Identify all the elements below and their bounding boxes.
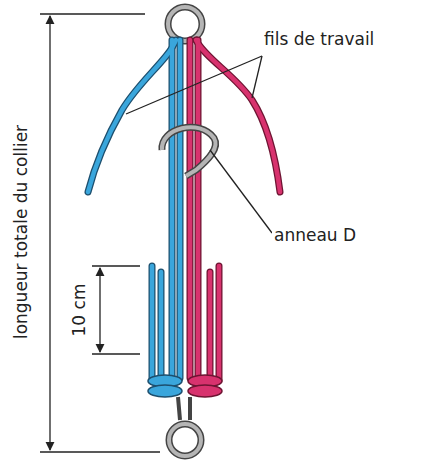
top-ring-fill [168, 7, 202, 41]
part-label: fils de travail [262, 30, 376, 50]
d-ring [162, 127, 216, 176]
dimension-label: longueur totale du collier [12, 123, 32, 341]
dimension-label: 10 cm [70, 282, 90, 339]
bottom-ring-fill [169, 424, 201, 456]
cords [88, 40, 280, 380]
ten-cm-dimension [92, 266, 140, 354]
leader-lines [126, 56, 272, 233]
knots [148, 375, 222, 420]
top-ring [168, 7, 202, 41]
part-label: anneau D [272, 226, 358, 246]
bottom-ring [169, 424, 201, 456]
d-ring-fill [162, 127, 216, 176]
